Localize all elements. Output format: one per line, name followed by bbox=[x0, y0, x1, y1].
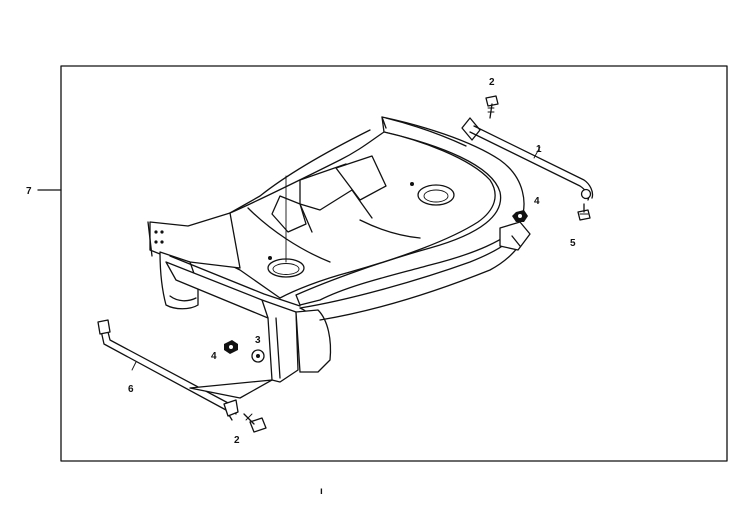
callout-4-right: 4 bbox=[534, 196, 540, 207]
footer-mark: ı bbox=[320, 486, 323, 497]
nut-part-4-left bbox=[224, 340, 238, 354]
callout-2-bottom: 2 bbox=[234, 435, 240, 446]
callout-3: 3 bbox=[255, 335, 261, 346]
chassis-frame bbox=[147, 116, 531, 383]
washer-part-3 bbox=[251, 349, 265, 363]
callout-5: 5 bbox=[570, 238, 576, 249]
bolt-part-2-bottom bbox=[243, 413, 267, 433]
bolt-part-2-top bbox=[485, 95, 499, 119]
rear-bar-part-1 bbox=[469, 125, 594, 201]
callout-1: 1 bbox=[536, 144, 542, 155]
screw-part-5 bbox=[577, 203, 591, 221]
front-bar-part-6 bbox=[97, 319, 273, 421]
nut-part-4-right bbox=[512, 210, 528, 222]
callout-6: 6 bbox=[128, 384, 134, 395]
callout-4-left: 4 bbox=[211, 351, 217, 362]
diagram-frame bbox=[60, 65, 728, 462]
callout-2-top: 2 bbox=[489, 77, 495, 88]
callout-7: 7 bbox=[26, 186, 32, 197]
